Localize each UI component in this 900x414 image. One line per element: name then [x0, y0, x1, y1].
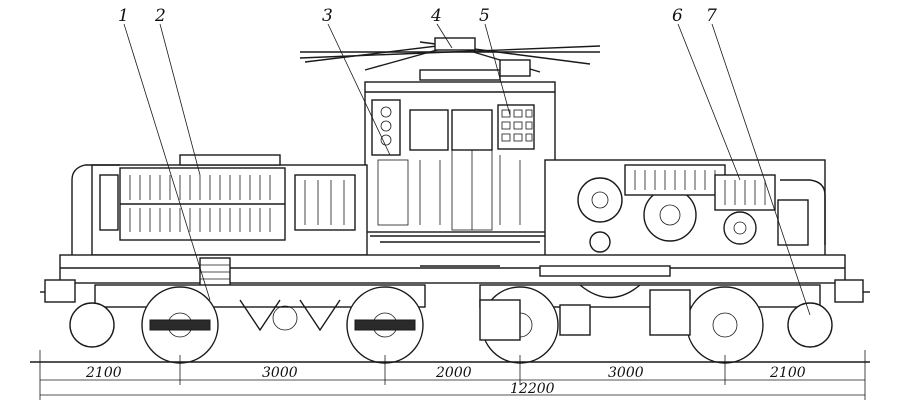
cab — [364, 81, 556, 243]
dimension-segment: 3000 — [262, 365, 298, 381]
wheel — [787, 302, 833, 348]
right-hood — [544, 159, 826, 261]
callout-6: 6 — [672, 6, 683, 26]
left-bogie — [69, 284, 426, 364]
wheel — [69, 302, 115, 348]
pantograph — [299, 37, 601, 81]
dimension-segment: 2100 — [85, 365, 122, 381]
left-hood — [71, 154, 368, 256]
callout-1: 1 — [118, 6, 129, 26]
callout-2: 2 — [154, 6, 166, 26]
dimension-segment: 2000 — [435, 365, 472, 381]
dimension-total: 12200 — [510, 381, 555, 397]
underframe — [40, 254, 870, 303]
callout-5: 5 — [479, 6, 490, 26]
dimension-lines — [39, 350, 866, 400]
wheel — [686, 286, 764, 364]
right-bogie — [479, 284, 833, 364]
callout-4: 4 — [430, 6, 442, 26]
dimension-segment: 2100 — [769, 365, 806, 381]
callout-3: 3 — [322, 6, 333, 26]
callout-7: 7 — [706, 6, 717, 26]
dimension-segment: 3000 — [608, 365, 644, 381]
callout-leaders — [123, 23, 811, 316]
